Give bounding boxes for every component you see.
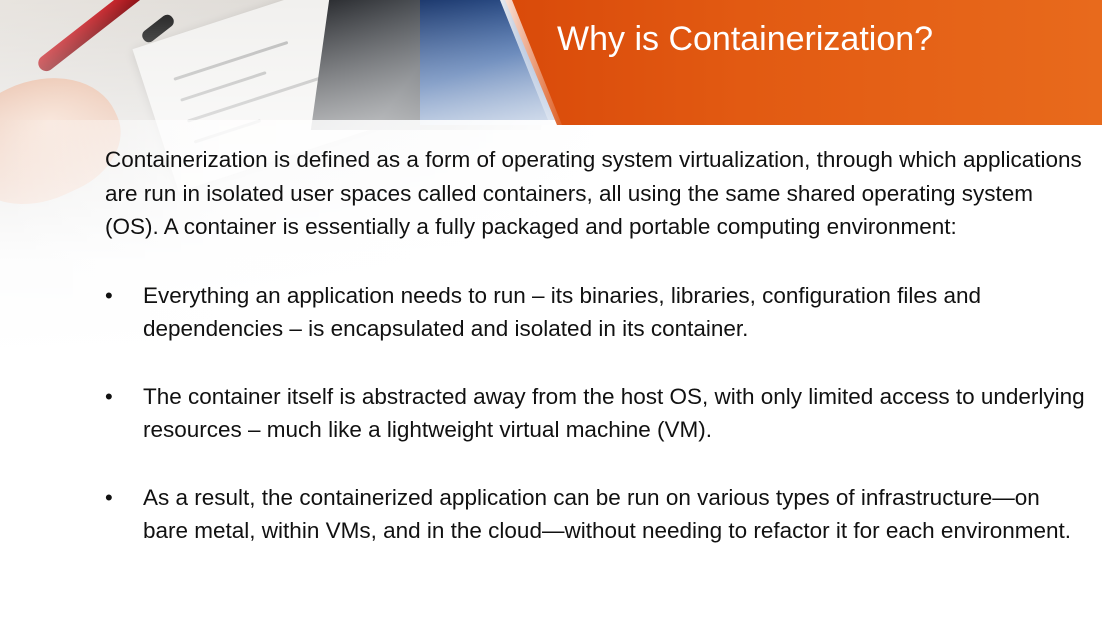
intro-paragraph: Containerization is defined as a form of…	[105, 147, 1082, 239]
slide-content: Containerization is defined as a form of…	[105, 143, 1090, 548]
bullet-text: The container itself is abstracted away …	[143, 383, 1085, 443]
bullet-list: • Everything an application needs to run…	[105, 279, 1090, 548]
bullet-text: As a result, the containerized applicati…	[143, 484, 1071, 544]
photo-fade-left	[0, 120, 620, 420]
bullet-dot-icon: •	[105, 282, 113, 308]
bullet-item: • The container itself is abstracted awa…	[105, 380, 1090, 447]
bullet-dot-icon: •	[105, 383, 113, 409]
title-banner	[505, 0, 1102, 125]
bullet-text: Everything an application needs to run –…	[143, 282, 981, 342]
bullet-item: • Everything an application needs to run…	[105, 279, 1090, 346]
bullet-item: • As a result, the containerized applica…	[105, 481, 1090, 548]
slide-title: Why is Containerization?	[557, 20, 934, 58]
bullet-dot-icon: •	[105, 484, 113, 510]
